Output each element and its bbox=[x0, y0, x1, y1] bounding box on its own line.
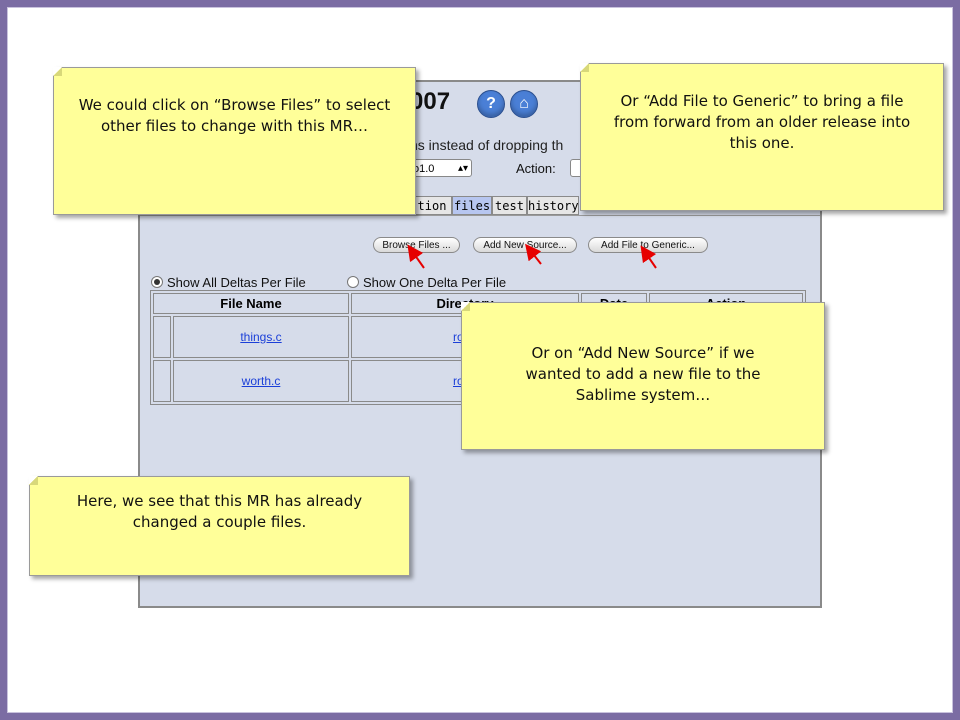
radio-dot[interactable] bbox=[347, 276, 359, 288]
callout-browse-files: We could click on “Browse Files” to sele… bbox=[53, 67, 416, 215]
tab-divider bbox=[140, 215, 820, 216]
row-select-cell[interactable] bbox=[153, 360, 171, 402]
instructions-text: ns instead of dropping th bbox=[410, 137, 564, 153]
callout-changed-files-text: Here, we see that this MR has already ch… bbox=[76, 492, 363, 531]
help-icon[interactable]: ? bbox=[477, 90, 505, 118]
tab-test[interactable]: test bbox=[492, 196, 527, 215]
callout-add-generic: Or “Add File to Generic” to bring a file… bbox=[580, 63, 944, 211]
radio-show-one-delta[interactable]: Show One Delta Per File bbox=[347, 275, 506, 290]
file-link[interactable]: worth.c bbox=[173, 360, 349, 402]
release-select[interactable]: o1.0 ▴▾ bbox=[408, 159, 472, 177]
tab-files[interactable]: files bbox=[452, 196, 492, 215]
radio-dot-selected[interactable] bbox=[151, 276, 163, 288]
chevron-updown-icon: ▴▾ bbox=[457, 163, 468, 174]
file-link[interactable]: things.c bbox=[173, 316, 349, 358]
add-new-source-button[interactable]: Add New Source... bbox=[473, 237, 577, 253]
row-select-cell[interactable] bbox=[153, 316, 171, 358]
radio-show-one-label: Show One Delta Per File bbox=[363, 275, 507, 290]
home-icon[interactable]: ⌂ bbox=[510, 90, 538, 118]
add-file-to-generic-button[interactable]: Add File to Generic... bbox=[588, 237, 708, 253]
slide-frame-inner bbox=[7, 7, 953, 713]
page-title: 007 bbox=[410, 88, 451, 115]
radio-show-all-deltas[interactable]: Show All Deltas Per File bbox=[151, 275, 306, 290]
browse-files-button[interactable]: Browse Files ... bbox=[373, 237, 460, 253]
tab-description[interactable]: tion bbox=[412, 196, 452, 215]
tab-history[interactable]: history bbox=[527, 196, 579, 215]
col-file-name: File Name bbox=[153, 293, 349, 314]
radio-show-all-label: Show All Deltas Per File bbox=[167, 275, 306, 290]
callout-add-generic-text: Or “Add File to Generic” to bring a file… bbox=[613, 92, 911, 152]
action-label: Action: bbox=[516, 161, 556, 176]
callout-add-source-text: Or on “Add New Source” if we wanted to a… bbox=[525, 344, 761, 404]
callout-browse-files-text: We could click on “Browse Files” to sele… bbox=[78, 96, 391, 135]
callout-changed-files: Here, we see that this MR has already ch… bbox=[29, 476, 410, 576]
release-select-value: o1.0 bbox=[413, 163, 435, 175]
callout-add-source: Or on “Add New Source” if we wanted to a… bbox=[461, 302, 825, 450]
